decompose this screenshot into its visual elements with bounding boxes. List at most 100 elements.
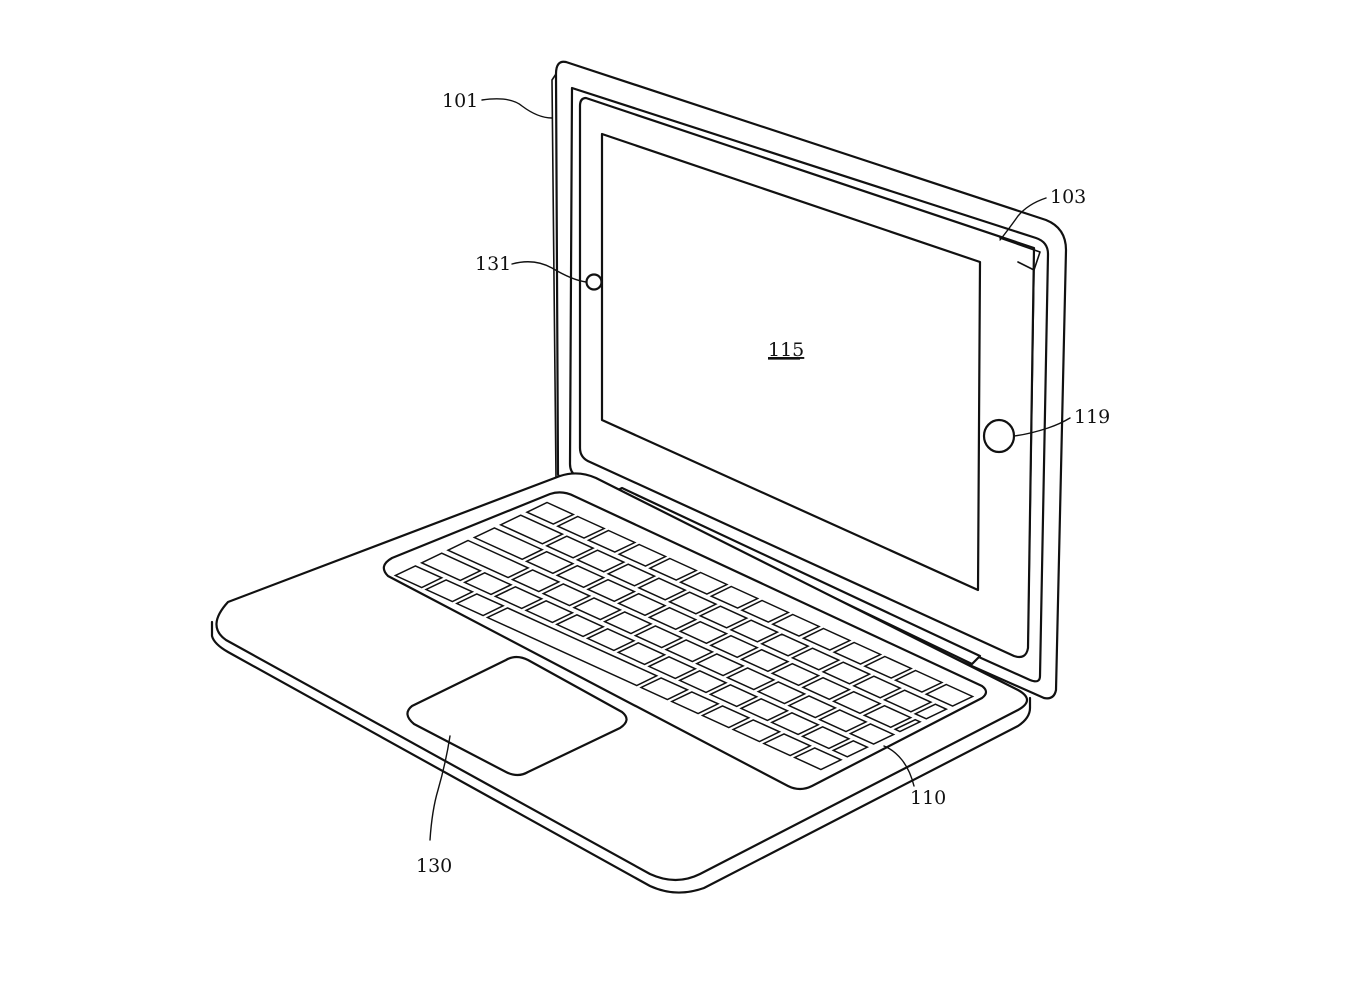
label-115: 115 (768, 339, 804, 361)
display-frame-band-inner (1017, 261, 1035, 649)
keyboard-key (555, 613, 605, 638)
keyboard-key (700, 705, 751, 729)
keyboard-key (647, 655, 698, 680)
keyboard-key (393, 565, 444, 589)
keyboard-key (510, 569, 561, 593)
keyboard-well (382, 491, 988, 791)
keyboard-key (770, 711, 820, 736)
keyboard-keys (393, 501, 975, 771)
keyboard-key (740, 599, 791, 623)
keyboard-key (664, 639, 715, 663)
keyboard-key (585, 627, 636, 652)
keyboard-key (709, 585, 760, 609)
keyboard-key (760, 633, 810, 657)
keyboard-key (739, 648, 790, 673)
keyboard-key (863, 655, 913, 679)
keyboard-key (821, 661, 872, 685)
keyboard-key (698, 605, 749, 629)
keyboard-key (556, 515, 606, 539)
keyboard-key (586, 529, 637, 553)
keyboard-key (756, 681, 807, 705)
keyboard-key (616, 592, 667, 617)
keyboard-key (602, 611, 653, 635)
camera-icon (585, 273, 603, 291)
label-101: 101 (442, 90, 478, 112)
keyboard-key (678, 620, 729, 645)
keyboard-key (817, 709, 868, 733)
keyboard-key (670, 691, 720, 715)
keyboard-key (493, 585, 544, 610)
keyboard-key (525, 501, 576, 525)
leader-119 (1013, 417, 1071, 437)
keyboard-key (831, 690, 882, 715)
display-frame (578, 96, 1036, 659)
keyboard-key (893, 669, 944, 693)
keyboard-key (647, 606, 698, 631)
keyboard-key (790, 647, 841, 671)
keyboard-key (424, 579, 475, 603)
home-button-icon (982, 418, 1016, 454)
keyboard-key (541, 583, 592, 607)
trackpad (406, 655, 628, 777)
label-130: 130 (416, 855, 452, 877)
keyboard-key (831, 739, 870, 758)
screen (600, 132, 982, 592)
keyboard-key (739, 697, 790, 722)
keyboard-key (472, 527, 544, 561)
keyboard-key (729, 619, 780, 643)
leader-101 (481, 98, 553, 119)
keyboard-key (639, 677, 690, 701)
keyboard-key (709, 634, 759, 659)
reference-numerals: 101 103 131 115 119 110 130 (416, 90, 1110, 877)
keyboard-key (862, 704, 913, 729)
display-frame-band (999, 237, 1041, 271)
keyboard-key (498, 514, 565, 545)
keyboard-key (586, 578, 637, 603)
keyboard-key (524, 550, 575, 575)
leader-131 (511, 261, 587, 283)
keyboard-key (882, 689, 933, 713)
keyboard-key (731, 719, 782, 743)
keyboard-key (695, 653, 745, 677)
keyboard-key (677, 669, 728, 694)
keyboard-key (787, 695, 838, 719)
keyboard-key (800, 725, 851, 750)
keyboard-key (575, 549, 626, 573)
keyboard-key (801, 627, 852, 651)
keyboard-key (770, 662, 821, 687)
keyboard-key (419, 552, 483, 582)
label-119: 119 (1074, 406, 1110, 428)
lid (551, 60, 1068, 700)
keyboard-key (616, 641, 667, 666)
leader-110 (883, 745, 915, 787)
keyboard-key (606, 563, 657, 587)
keyboard-key (762, 733, 812, 757)
keyboard-key (667, 591, 718, 615)
keyboard-key (792, 747, 843, 771)
keyboard-key (446, 539, 530, 579)
keyboard-key (637, 577, 687, 601)
label-103: 103 (1050, 186, 1086, 208)
keyboard-key (455, 593, 505, 617)
keyboard-key (852, 675, 902, 699)
base (210, 472, 1032, 894)
keyboard-key (617, 543, 668, 567)
keyboard-key (462, 571, 513, 596)
keyboard-key (832, 641, 883, 665)
keyboard-key (545, 535, 595, 559)
keyboard-key (572, 597, 623, 621)
keyboard-key (771, 613, 821, 637)
lid-bezel-inner (568, 86, 1050, 683)
keyboard-key (524, 599, 575, 624)
keyboard-key (708, 683, 759, 708)
keyboard-key (801, 676, 852, 701)
lid-edge (551, 73, 557, 479)
keyboard-key (893, 718, 922, 733)
lid-outer-shell (554, 60, 1068, 700)
keyboard-key (485, 607, 659, 687)
keyboard-key (555, 564, 606, 589)
leader-130 (429, 735, 451, 841)
leader-lines (429, 98, 1071, 841)
